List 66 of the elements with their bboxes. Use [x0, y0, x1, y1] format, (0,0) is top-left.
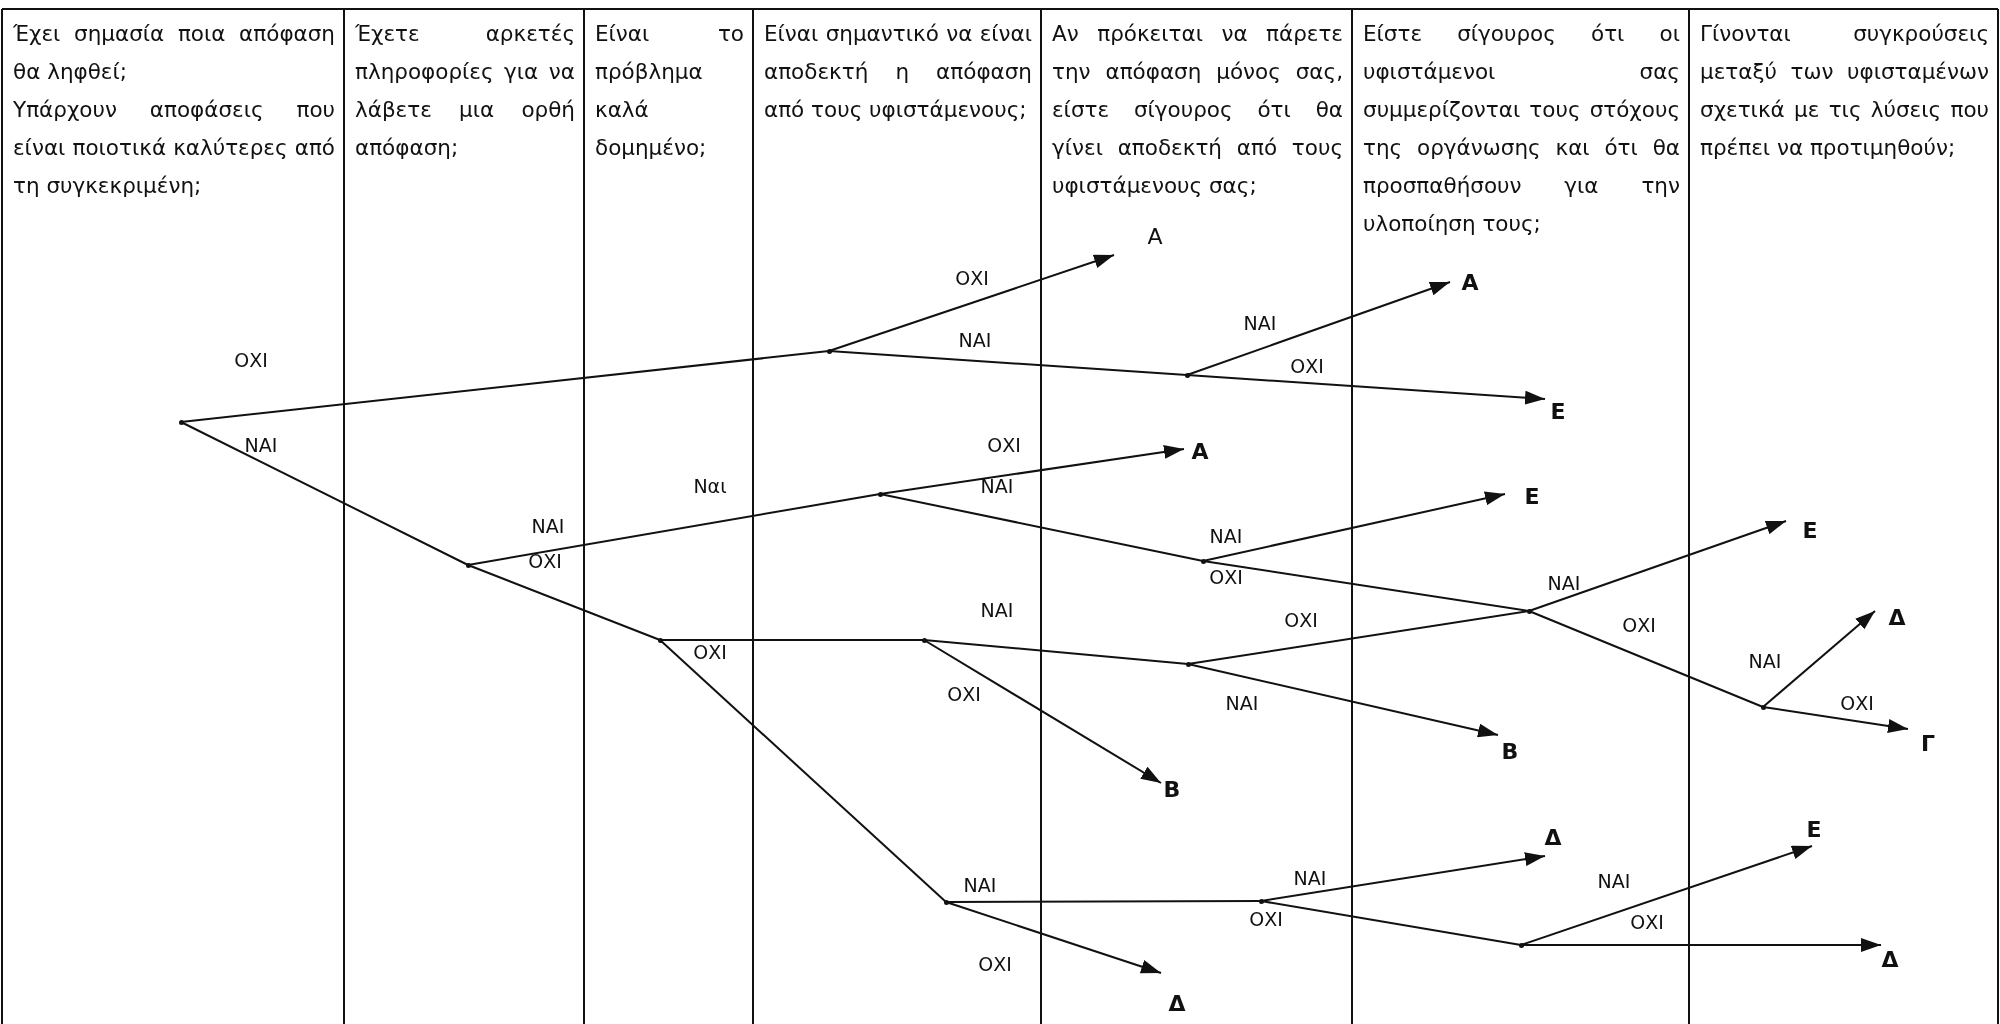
edge-label: ΟΧΙ [978, 953, 1012, 975]
outcome-letter: Ε [1802, 519, 1818, 543]
question-text: Έχετε αρκετές πληροφορίες για να λάβετε μια ορθή απόφαση; [355, 20, 575, 162]
edge-label: ΟΧΙ [1290, 355, 1324, 377]
edge-label: ΟΧΙ [234, 349, 268, 371]
edge-label: ΟΧΙ [987, 434, 1021, 456]
edge-label: ΟΧΙ [1840, 692, 1874, 714]
question-text: Γίνονται συγκρούσεις μεταξύ των υφισταμένων σχετικά με τις λύσεις που πρέπει να προτιμηθούν; [1700, 20, 1989, 162]
edge-label: ΟΧΙ [947, 683, 981, 705]
branch-point [465, 562, 471, 568]
edge-label: ΟΧΙ [955, 267, 989, 289]
outcome-letter: Α [1147, 225, 1163, 249]
question-text: Είναι το πρόβλημα καλά δομημένο; [595, 20, 744, 162]
edge-label: ΝΑΙ [1547, 572, 1581, 594]
outcome-letter: Δ [1544, 826, 1562, 850]
outcome-letter: Ε [1524, 485, 1540, 509]
branch-point [921, 637, 927, 643]
branch-point [1258, 898, 1264, 904]
question-text: Υπάρχουν αποφάσεις που είναι ποιοτικά καλύτερες από τη συγκεκριμένη; [13, 96, 335, 200]
edge-label: ΝΑΙ [1748, 650, 1782, 672]
edge-label: ΝΑΙ [963, 874, 997, 896]
outcome-letter: Ε [1550, 400, 1566, 424]
edge-label: ΟΧΙ [528, 550, 562, 572]
edge-label: ΟΧΙ [1284, 609, 1318, 631]
outcome-letter: Α [1191, 440, 1209, 464]
edge-label: ΝΑΙ [244, 434, 278, 456]
question-text: Έχει σημασία ποια απόφαση θα ληφθεί; [13, 20, 335, 86]
edge-label: ΝΑΙ [1597, 870, 1631, 892]
edge-label: ΝΑΙ [958, 329, 992, 351]
edge-label: ΝΑΙ [1209, 525, 1243, 547]
branch-label: Ναι [693, 475, 727, 497]
outcome-letter: Ε [1806, 818, 1822, 842]
edge-label: ΟΧΙ [1249, 908, 1283, 930]
branch-point [1760, 704, 1766, 710]
outcome-letter: Γ [1921, 732, 1935, 756]
outcome-letter: Δ [1881, 948, 1899, 972]
branch-point [943, 899, 949, 905]
branch-point [1526, 608, 1532, 614]
branch-point [1184, 372, 1190, 378]
branch-point [1200, 558, 1206, 564]
branch-point [826, 348, 832, 354]
edge-label: ΟΧΙ [1209, 566, 1243, 588]
edge-label: ΟΧΙ [1622, 614, 1656, 636]
question-text: Είναι σημαντικό να είναι αποδεκτή η απόφαση από τους υφιστάμενους; [764, 20, 1032, 124]
outcome-letter: Α [1461, 271, 1479, 295]
edge-label: ΝΑΙ [1225, 692, 1259, 714]
arrow [1762, 610, 1876, 708]
edge-label: ΝΑΙ [531, 515, 565, 537]
branch-point [1518, 942, 1524, 948]
branch-point [1185, 661, 1191, 667]
outcome-letter: Δ [1888, 606, 1906, 630]
branch-point [178, 419, 184, 425]
edge-label: ΝΑΙ [1243, 312, 1277, 334]
outcome-letter: Β [1163, 778, 1181, 802]
outcome-letter: Δ [1168, 992, 1186, 1016]
edge-label: ΟΧΙ [693, 641, 727, 663]
branch-line [659, 639, 947, 903]
question-text: Αν πρόκειται να πάρετε την απόφαση μόνος σας, είστε σίγουρος ότι θα γίνει αποδεκτή από τους υφιστάμενους σας; [1052, 20, 1343, 200]
branch-point [657, 637, 663, 643]
branch-point [877, 491, 883, 497]
edge-label: ΝΑΙ [980, 475, 1014, 497]
outcome-letter: Β [1501, 740, 1519, 764]
question-text: Είστε σίγουρος ότι οι υφιστάμενοι σας συμμερίζονται τους στόχους της οργάνωσης και ότι θα προσπαθήσουν για την υλοποίηση τους; [1363, 20, 1680, 238]
edge-label: ΝΑΙ [980, 599, 1014, 621]
edge-label: ΟΧΙ [1630, 911, 1664, 933]
edge-label: ΝΑΙ [1293, 867, 1327, 889]
